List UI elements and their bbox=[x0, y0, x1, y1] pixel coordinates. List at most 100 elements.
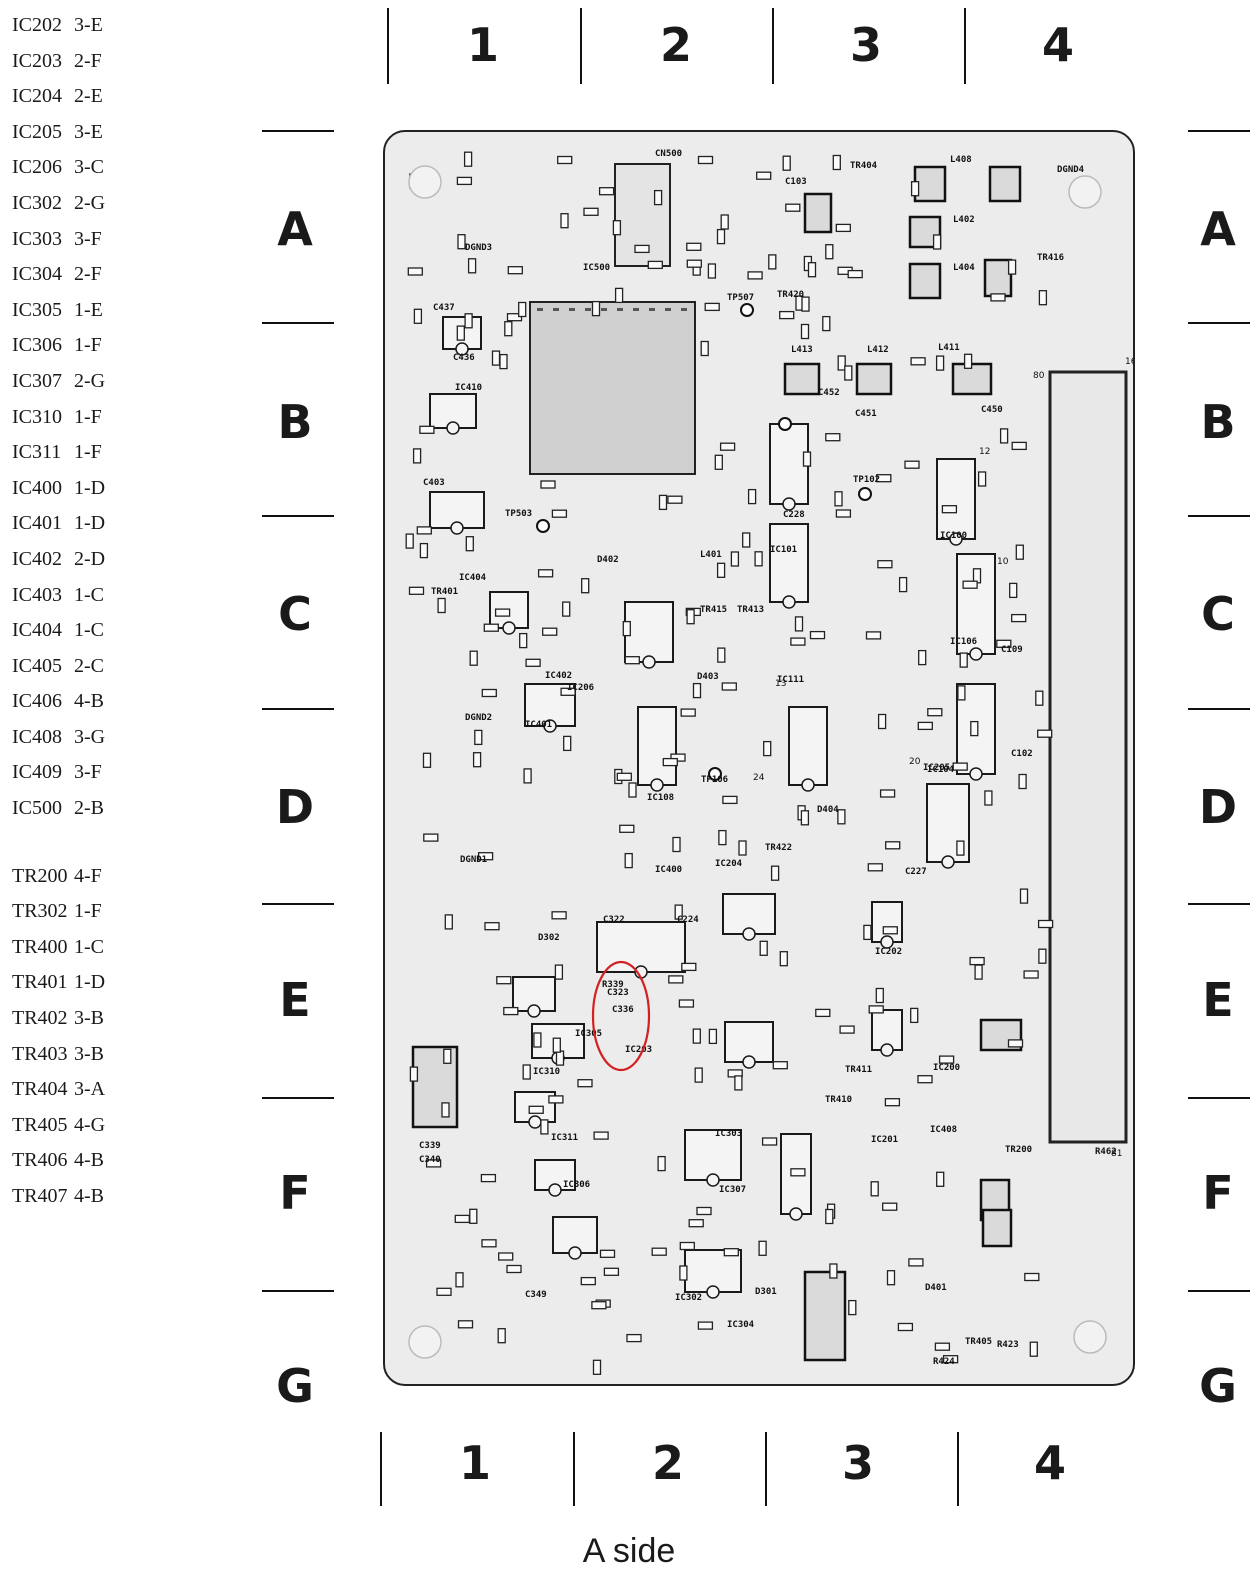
silkscreen-label: C103 bbox=[785, 177, 807, 187]
pin-number: 24 bbox=[753, 773, 765, 783]
silkscreen-label: IC200 bbox=[933, 1063, 960, 1073]
passive-component bbox=[747, 271, 763, 280]
grid-location: 1-C bbox=[74, 935, 104, 958]
passive-component bbox=[835, 509, 852, 518]
component-ref: TR403 bbox=[12, 1042, 68, 1065]
mounting-hole bbox=[1068, 175, 1102, 209]
passive-component bbox=[443, 1048, 452, 1064]
passive-component bbox=[832, 154, 841, 171]
grid-divider-tick bbox=[262, 130, 334, 132]
silkscreen-label: C452 bbox=[818, 388, 840, 398]
passive-component bbox=[837, 809, 846, 825]
passive-component bbox=[626, 1333, 642, 1343]
highlight-circle bbox=[591, 960, 651, 1072]
pcb-layout: CN500DGND4DGND3DGND2DGND1IC500TR404TR416… bbox=[405, 149, 1133, 1375]
passive-component bbox=[614, 287, 624, 304]
mounting-hole bbox=[408, 165, 442, 199]
silkscreen-label: R424 bbox=[933, 1357, 955, 1367]
grid-location: 4-G bbox=[74, 1113, 106, 1136]
ic-notch bbox=[969, 767, 983, 781]
column-label-bottom: 4 bbox=[1033, 1436, 1066, 1490]
silkscreen-label: C102 bbox=[1011, 749, 1033, 759]
passive-component bbox=[904, 460, 920, 469]
passive-component bbox=[700, 340, 709, 357]
component-ref: IC302 bbox=[12, 191, 62, 214]
ic-package bbox=[788, 706, 828, 786]
passive-component bbox=[865, 631, 882, 640]
component-ref: IC203 bbox=[12, 49, 62, 72]
silkscreen-label: C224 bbox=[677, 915, 699, 925]
passive-component bbox=[834, 491, 843, 507]
grid-divider-tick bbox=[262, 515, 334, 517]
passive-component bbox=[917, 1075, 933, 1084]
ic500-package bbox=[529, 301, 696, 475]
power-component bbox=[855, 362, 893, 396]
passive-component bbox=[1011, 441, 1027, 451]
grid-location: 2-D bbox=[74, 547, 106, 570]
passive-component bbox=[1023, 970, 1039, 979]
grid-location: 3-A bbox=[74, 1078, 106, 1101]
grid-divider-tick bbox=[772, 8, 774, 84]
column-label-top: 4 bbox=[1041, 18, 1074, 72]
ic-package bbox=[637, 706, 677, 786]
passive-component bbox=[759, 940, 768, 956]
passive-component bbox=[523, 768, 532, 784]
row-label-right: F bbox=[1202, 1166, 1234, 1220]
ic-package bbox=[624, 601, 674, 663]
component-ref: TR404 bbox=[12, 1078, 68, 1101]
passive-component bbox=[867, 863, 883, 872]
ic-notch bbox=[742, 1055, 756, 1069]
passive-component bbox=[408, 586, 425, 595]
passive-component bbox=[822, 315, 831, 332]
silkscreen-label: C340 bbox=[419, 1155, 441, 1165]
passive-component bbox=[686, 609, 695, 625]
ic-pad bbox=[537, 308, 543, 311]
column-label-top: 1 bbox=[466, 18, 499, 72]
silkscreen-label: TR411 bbox=[845, 1065, 872, 1075]
grid-divider-tick bbox=[1188, 708, 1250, 710]
passive-component bbox=[800, 810, 810, 826]
ic-package bbox=[596, 921, 686, 973]
passive-component bbox=[927, 708, 943, 717]
passive-component bbox=[624, 852, 633, 869]
passive-component bbox=[714, 454, 723, 470]
passive-component bbox=[540, 1119, 549, 1135]
silkscreen-label: TP102 bbox=[853, 475, 880, 485]
silkscreen-label: IC202 bbox=[875, 947, 902, 957]
silkscreen-label: IC206 bbox=[567, 683, 594, 693]
passive-component bbox=[996, 639, 1012, 648]
ic-notch bbox=[502, 621, 516, 635]
passive-component bbox=[957, 685, 966, 701]
silkscreen-label: IC310 bbox=[533, 1067, 560, 1077]
passive-component bbox=[686, 242, 702, 251]
passive-component bbox=[815, 1008, 831, 1018]
silkscreen-label: IC108 bbox=[647, 793, 674, 803]
board-side-caption: A side bbox=[582, 1532, 676, 1570]
silkscreen-label: C451 bbox=[855, 409, 877, 419]
passive-component bbox=[651, 1247, 667, 1256]
silkscreen-label: TR401 bbox=[431, 587, 458, 597]
grid-divider-tick bbox=[957, 1432, 959, 1506]
grid-divider-tick bbox=[1188, 1097, 1250, 1099]
component-ref: IC310 bbox=[12, 405, 62, 428]
silkscreen-label: D401 bbox=[925, 1283, 947, 1293]
passive-component bbox=[540, 480, 556, 489]
passive-component bbox=[441, 1102, 450, 1118]
grid-divider-tick bbox=[1188, 1290, 1250, 1292]
power-component bbox=[983, 258, 1013, 298]
passive-component bbox=[484, 922, 500, 931]
passive-component bbox=[974, 964, 983, 980]
silkscreen-label: IC500 bbox=[583, 263, 610, 273]
ic-notch bbox=[782, 595, 796, 609]
passive-component bbox=[1037, 729, 1053, 738]
passive-component bbox=[474, 729, 483, 746]
passive-component bbox=[800, 323, 810, 340]
ic-notch bbox=[880, 935, 894, 949]
